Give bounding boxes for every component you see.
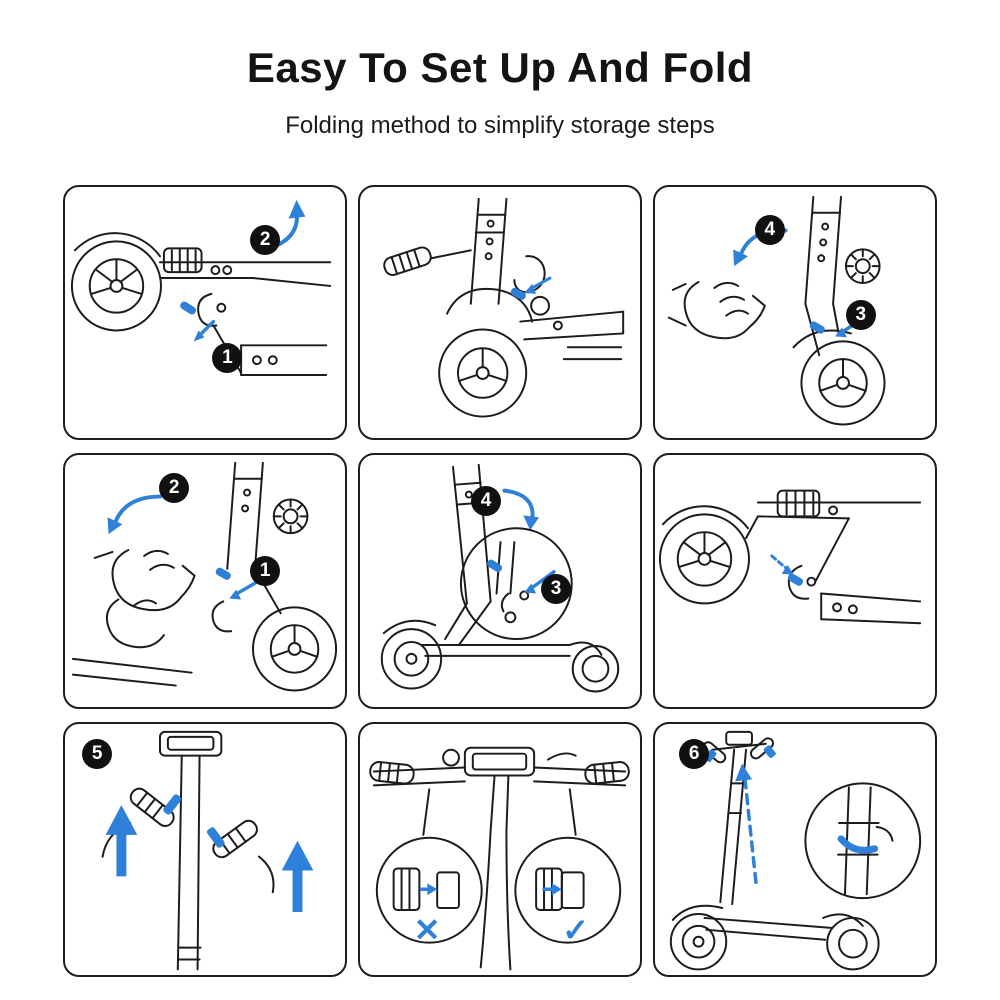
page-title: Easy To Set Up And Fold — [246, 44, 754, 91]
callout-line — [422, 787, 431, 836]
hands — [93, 549, 196, 649]
wheel — [70, 240, 162, 332]
step-badge: 5 — [82, 738, 113, 769]
stem — [226, 462, 264, 571]
fold-bracket — [787, 517, 922, 625]
brake-lever — [257, 855, 275, 893]
adjust-knob — [272, 498, 309, 535]
stem — [469, 197, 508, 305]
header: Easy To Set Up And Fold Folding method t… — [0, 44, 1000, 140]
folded-grip — [383, 246, 432, 276]
step-illustration-7 — [101, 730, 314, 971]
step-panel-5: 4 3 — [358, 453, 642, 709]
release-pin — [787, 573, 804, 587]
fork-wheel — [792, 302, 886, 426]
latch-bracket — [519, 295, 625, 361]
step-badge: 1 — [212, 342, 243, 373]
rotate-arrow — [112, 494, 162, 527]
step-badge: 3 — [845, 300, 876, 331]
step-badge: 6 — [679, 738, 710, 769]
step-badge: 3 — [541, 573, 571, 604]
adjust-knob — [844, 248, 881, 284]
steps-grid: 2 1 — [63, 185, 937, 977]
pin-arrow — [199, 319, 216, 336]
display — [158, 730, 223, 757]
fender — [73, 232, 161, 258]
step-illustration-8 — [369, 746, 630, 971]
step-panel-9: 6 — [653, 721, 937, 977]
release-pin — [809, 321, 825, 334]
grip-band — [763, 745, 776, 758]
stem — [176, 754, 202, 971]
wheel — [658, 513, 750, 605]
fender-wheel — [438, 288, 534, 418]
up-arrow-left — [105, 804, 138, 877]
folded-stem — [158, 247, 332, 287]
step-illustration-3 — [667, 195, 886, 426]
fender — [661, 505, 749, 530]
lever — [546, 752, 577, 761]
step-panel-1: 2 1 — [63, 185, 347, 441]
right-grip — [206, 819, 275, 893]
step-illustration-2 — [383, 197, 625, 418]
release-pin — [180, 301, 197, 315]
release-pin — [487, 559, 503, 573]
hand — [667, 281, 766, 340]
step-badge: 4 — [754, 214, 785, 245]
bell — [442, 748, 460, 767]
step-illustration-1 — [70, 199, 332, 376]
step-badge: 2 — [159, 473, 190, 503]
fold-arrow — [502, 488, 535, 523]
step-illustration-9 — [669, 730, 922, 971]
step-illustration-4 — [71, 462, 338, 692]
latch-pin — [510, 287, 526, 300]
release-pin — [215, 567, 231, 581]
wrong-detail — [375, 836, 483, 944]
step-panel-8: ✕ ✓ — [358, 721, 642, 977]
step-badge: 4 — [471, 485, 501, 516]
check-icon: ✓ — [562, 911, 589, 948]
wheel — [251, 568, 338, 692]
step-panel-2 — [358, 185, 642, 441]
step-panel-6 — [653, 453, 937, 709]
pin-arrow — [770, 554, 788, 570]
step-panel-4: 2 1 — [63, 453, 347, 709]
clamp-lever — [837, 834, 879, 854]
callout-line — [568, 787, 577, 836]
deck-wheels — [380, 600, 620, 693]
clamp-magnifier — [804, 782, 922, 899]
raise-arrow — [743, 777, 758, 884]
step-illustration-6 — [658, 489, 922, 625]
deck-edge — [71, 658, 193, 675]
stem — [804, 195, 842, 305]
up-arrow-right — [281, 840, 314, 912]
step-badge: 1 — [250, 555, 281, 586]
folding-hook — [211, 600, 233, 633]
step-panel-3: 4 3 — [653, 185, 937, 441]
latch-arrow — [530, 276, 552, 290]
step-panel-7: 5 — [63, 721, 347, 977]
cross-icon: ✕ — [413, 911, 441, 948]
page-subtitle: Folding method to simplify storage steps — [285, 112, 715, 139]
step-badge: 2 — [250, 224, 281, 255]
latch-hook — [513, 255, 546, 294]
right-detail — [514, 836, 622, 944]
deck-bracket — [240, 344, 328, 376]
folded-stem — [745, 489, 922, 540]
step-illustration-5 — [380, 464, 620, 693]
handlebar — [369, 746, 630, 971]
